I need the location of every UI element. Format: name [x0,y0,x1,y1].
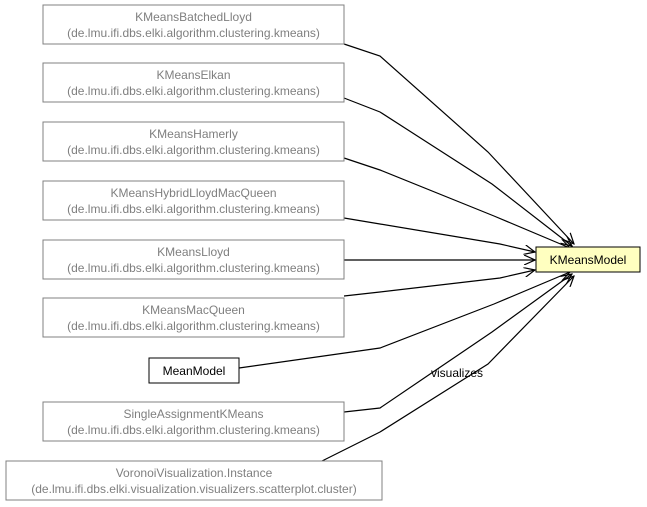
edges: visualizes [238,43,574,462]
edge-single-assignment [343,274,572,413]
node-name: KMeansHamerly [149,127,238,141]
edge-mean-model [238,272,570,369]
node-package: (de.lmu.ifi.dbs.elki.algorithm.clusterin… [67,84,320,98]
edge-kmeans-elkan [343,97,572,246]
edge-label-visualizes: visualizes [431,366,483,380]
node-kmeans-hamerly[interactable]: KMeansHamerly (de.lmu.ifi.dbs.elki.algor… [42,121,345,162]
node-name: KMeansLloyd [157,245,230,259]
node-kmeans-elkan[interactable]: KMeansElkan (de.lmu.ifi.dbs.elki.algorit… [42,62,345,103]
node-kmeans-lloyd[interactable]: KMeansLloyd (de.lmu.ifi.dbs.elki.algorit… [42,239,345,280]
node-kmeans-batched-lloyd[interactable]: KMeansBatchedLloyd (de.lmu.ifi.dbs.elki.… [42,4,345,45]
edge-kmeans-hamerly [343,157,570,248]
node-package: (de.lmu.ifi.dbs.elki.visualization.visua… [31,482,356,496]
node-kmeans-hybrid-lloyd-macqueen[interactable]: KMeansHybridLloydMacQueen (de.lmu.ifi.db… [42,180,345,221]
node-name: KMeansMacQueen [142,303,245,317]
node-package: (de.lmu.ifi.dbs.elki.algorithm.clusterin… [67,26,320,40]
node-package: (de.lmu.ifi.dbs.elki.algorithm.clusterin… [67,143,320,157]
node-name: SingleAssignmentKMeans [123,407,263,421]
node-name: MeanModel [163,364,226,378]
node-mean-model[interactable]: MeanModel [148,357,240,384]
node-voronoi-visualization-instance[interactable]: VoronoiVisualization.Instance (de.lmu.if… [5,460,383,501]
edge-voronoi-instance [321,276,574,462]
node-package: (de.lmu.ifi.dbs.elki.algorithm.clusterin… [67,261,320,275]
node-name: KMeansModel [550,253,627,267]
edge-kmeans-hybrid [343,217,535,252]
node-single-assignment-kmeans[interactable]: SingleAssignmentKMeans (de.lmu.ifi.dbs.e… [42,401,345,442]
node-name: VoronoiVisualization.Instance [116,466,273,480]
node-package: (de.lmu.ifi.dbs.elki.algorithm.clusterin… [67,202,320,216]
node-package: (de.lmu.ifi.dbs.elki.algorithm.clusterin… [67,319,320,333]
node-kmeans-macqueen[interactable]: KMeansMacQueen (de.lmu.ifi.dbs.elki.algo… [42,297,345,338]
edge-kmeans-batched-lloyd [343,43,574,244]
node-name: KMeansHybridLloydMacQueen [110,186,276,200]
node-package: (de.lmu.ifi.dbs.elki.algorithm.clusterin… [67,423,320,437]
node-name: KMeansElkan [156,68,230,82]
node-kmeans-model[interactable]: KMeansModel [535,246,641,273]
node-name: KMeansBatchedLloyd [135,10,252,24]
edge-kmeans-macqueen [343,270,535,297]
